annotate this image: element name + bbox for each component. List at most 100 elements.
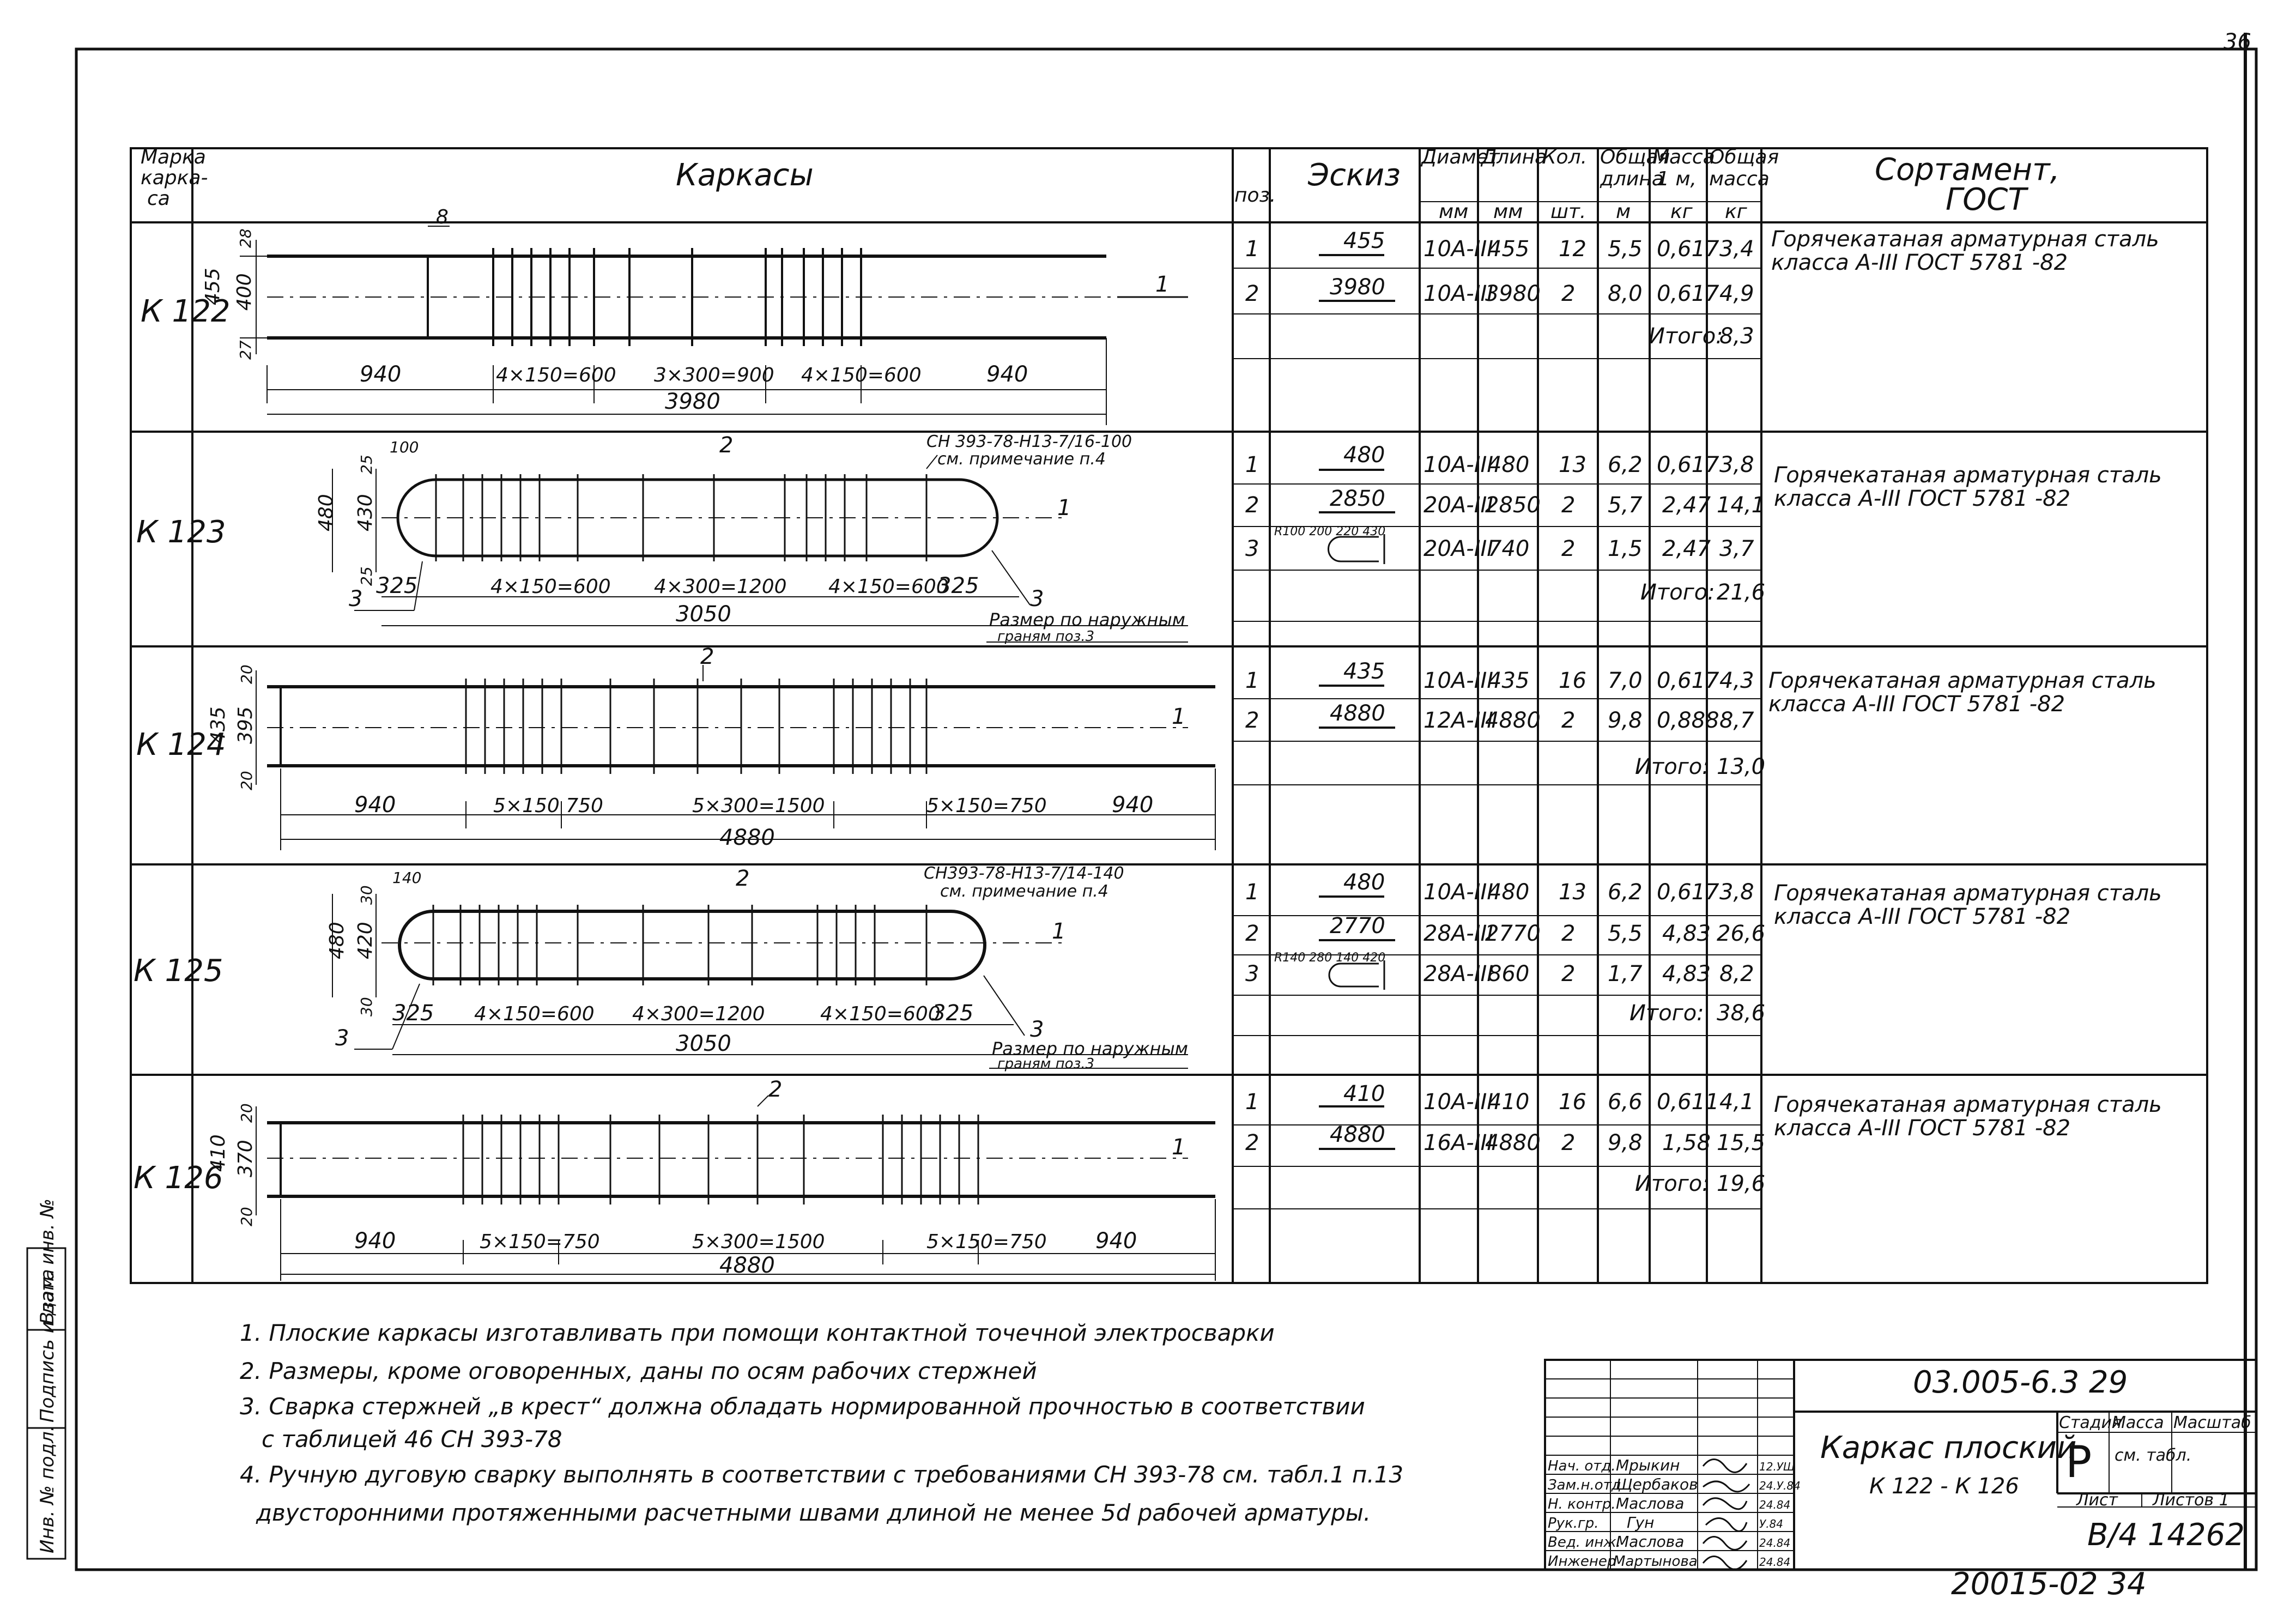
table-row: 2 3980 10А-III 3980 2 8,0 0,617 4,9	[1245, 275, 1754, 306]
person-role: Инженер	[1548, 1553, 1616, 1570]
bar-label: 3	[335, 1026, 349, 1051]
person-name: Маслова	[1616, 1533, 1684, 1551]
sortament-text: класса А-III ГОСТ 5781 -82	[1771, 250, 2068, 275]
cell-mass1: 4,83	[1662, 961, 1711, 986]
table-row: 2 4880 16А-III 4880 2 9,8 1,58 15,5	[1245, 1122, 1765, 1155]
cell-qty: 2	[1561, 493, 1575, 518]
cell-sketch: 410	[1343, 1081, 1385, 1106]
header-sketch: Эскиз	[1307, 158, 1401, 193]
cell-mass1: 0,617	[1657, 880, 1719, 905]
dim-label: 940	[354, 1228, 396, 1254]
cell-mass1: 0,617	[1657, 452, 1719, 477]
bar-label: 1	[1052, 919, 1065, 944]
side-stamp-text: Инв. № подл. Подпись и дата Взам. инв. №	[37, 1199, 58, 1553]
dim-label: 4×300=1200	[632, 1003, 765, 1025]
dim-label: 25	[358, 566, 375, 586]
cell-mass1: 0,611	[1657, 1090, 1719, 1115]
cell-totlen: 6,2	[1608, 452, 1643, 477]
cell-totlen: 1,7	[1608, 961, 1643, 986]
dim-label: 100	[390, 438, 419, 456]
table-row: 2 2770 28А-III 2770 2 5,5 4,83 26,6	[1245, 913, 1765, 946]
cell-totlen: 5,5	[1608, 921, 1643, 946]
bar-label: 1	[1172, 1135, 1185, 1160]
person-name: Мартынова	[1613, 1553, 1698, 1570]
frame-drawing-k122	[240, 226, 1188, 425]
cell-sketch: 3980	[1330, 275, 1385, 300]
cell-mass1: 4,83	[1662, 921, 1711, 946]
dim-label: 27	[237, 340, 255, 360]
dim-label: 435	[207, 706, 229, 744]
cell-totmass: 8,7	[1719, 708, 1754, 733]
person-role: Нач. отд.	[1548, 1458, 1616, 1474]
dim-label: 395	[234, 706, 257, 744]
note-line: 4. Ручную дуговую сварку выполнять в соо…	[240, 1461, 1403, 1488]
frame-mark: К 125	[134, 953, 223, 989]
cell-mass1: 2,47	[1662, 536, 1711, 561]
person-name: Щербаков	[1616, 1475, 1698, 1493]
person-date: 24.84	[1759, 1498, 1790, 1511]
cell-diam: 28А-III	[1423, 921, 1493, 946]
dim-label: 940	[1095, 1228, 1137, 1254]
dim-label: 4×300=1200	[654, 576, 787, 598]
sortament-text: класса А-III ГОСТ 5781 -82	[1774, 486, 2070, 511]
bar-label: 2	[736, 866, 749, 891]
dim-overall: 3980	[665, 389, 720, 414]
dim-label: 4×150=600	[820, 1003, 941, 1025]
header-totlen-3: м	[1616, 201, 1631, 223]
cell-sketch: 2770	[1330, 913, 1385, 939]
header-len-unit: мм	[1493, 201, 1523, 223]
cell-totmass: 3,8	[1719, 880, 1754, 905]
bar-label: 3	[349, 586, 362, 612]
note-line: 3. Сварка стержней „в крест“ должна обла…	[240, 1393, 1365, 1420]
k124-dim-labels: 940 5×150 750 5×300=1500 5×150=750 940 4…	[207, 644, 1185, 850]
stamp-label: Подпись и дата	[37, 1269, 58, 1423]
sortament-text: Горячекатаная арматурная сталь	[1774, 463, 2162, 488]
dim-label: 940	[986, 362, 1028, 387]
table-row: 1 455 10А-III 455 12 5,5 0,617 3,4	[1245, 228, 1754, 262]
cell-pos: 2	[1245, 708, 1259, 733]
mass-label: Масса	[2112, 1413, 2164, 1432]
dim-label: 410	[207, 1134, 229, 1172]
cell-len: 480	[1488, 880, 1529, 905]
weld-note: см. примечание п.4	[940, 882, 1108, 901]
cell-len: 455	[1488, 237, 1529, 262]
note-line: 2. Размеры, кроме оговоренных, даны по о…	[240, 1358, 1037, 1384]
cell-totmass: 4,3	[1719, 668, 1754, 693]
stamp-label: Инв. № подл.	[37, 1425, 58, 1553]
bar-label: 3	[1030, 1017, 1044, 1042]
cell-qty: 2	[1561, 708, 1575, 733]
sortament-text: Горячекатаная арматурная сталь	[1768, 668, 2156, 693]
cell-sketch: 435	[1343, 659, 1385, 684]
cell-len: 860	[1488, 961, 1529, 986]
dim-label: 480	[315, 494, 337, 531]
footer-code: 20015-02 34	[1951, 1566, 2147, 1602]
total-value: 38,6	[1717, 1001, 1765, 1026]
table-header: Марка каркa- са Каркасы поз. Эскиз Диаме…	[141, 146, 2060, 223]
header-mark-1: Марка	[141, 146, 206, 168]
header-qty: Кол.	[1542, 146, 1587, 168]
stage-value: Р	[2065, 1437, 2092, 1487]
outer-note: граням поз.3	[997, 628, 1094, 645]
cell-totmass: 8,2	[1719, 961, 1754, 986]
table-row: 1 435 10А-III 435 16 7,0 0,617 4,3	[1245, 659, 1754, 693]
header-mass1-1: Масса	[1652, 146, 1715, 168]
bar-label: 2	[700, 644, 714, 669]
header-totmass-3: кг	[1725, 201, 1748, 223]
cell-len: 2770	[1485, 921, 1541, 946]
dim-label: 140	[392, 869, 421, 887]
header-totmass-1: Общая	[1709, 146, 1779, 168]
person-date: У.84	[1759, 1517, 1783, 1530]
frame-drawing-k123	[332, 455, 1188, 643]
sortament-text: Горячекатаная арматурная сталь	[1771, 227, 2159, 252]
k123-dim-labels: 325 4×150=600 4×300=1200 4×150=600 325 3…	[315, 432, 1185, 645]
frame-drawing-k126	[256, 1095, 1216, 1281]
cell-mass1: 2,47	[1662, 493, 1711, 518]
cell-diam: 10А-III	[1423, 1090, 1493, 1115]
frame-marks: К 122 К 123 К 124 К 125 К 126	[134, 294, 230, 1196]
frame-mark: К 122	[141, 294, 230, 329]
header-mark-3: са	[147, 187, 170, 210]
cell-pos: 1	[1245, 880, 1259, 905]
cell-mass1: 0,888	[1657, 708, 1719, 733]
table-row: 2 2850 20А-III 2850 2 5,7 2,47 14,1	[1245, 486, 1765, 518]
cell-diam: 10А-III	[1423, 281, 1493, 306]
